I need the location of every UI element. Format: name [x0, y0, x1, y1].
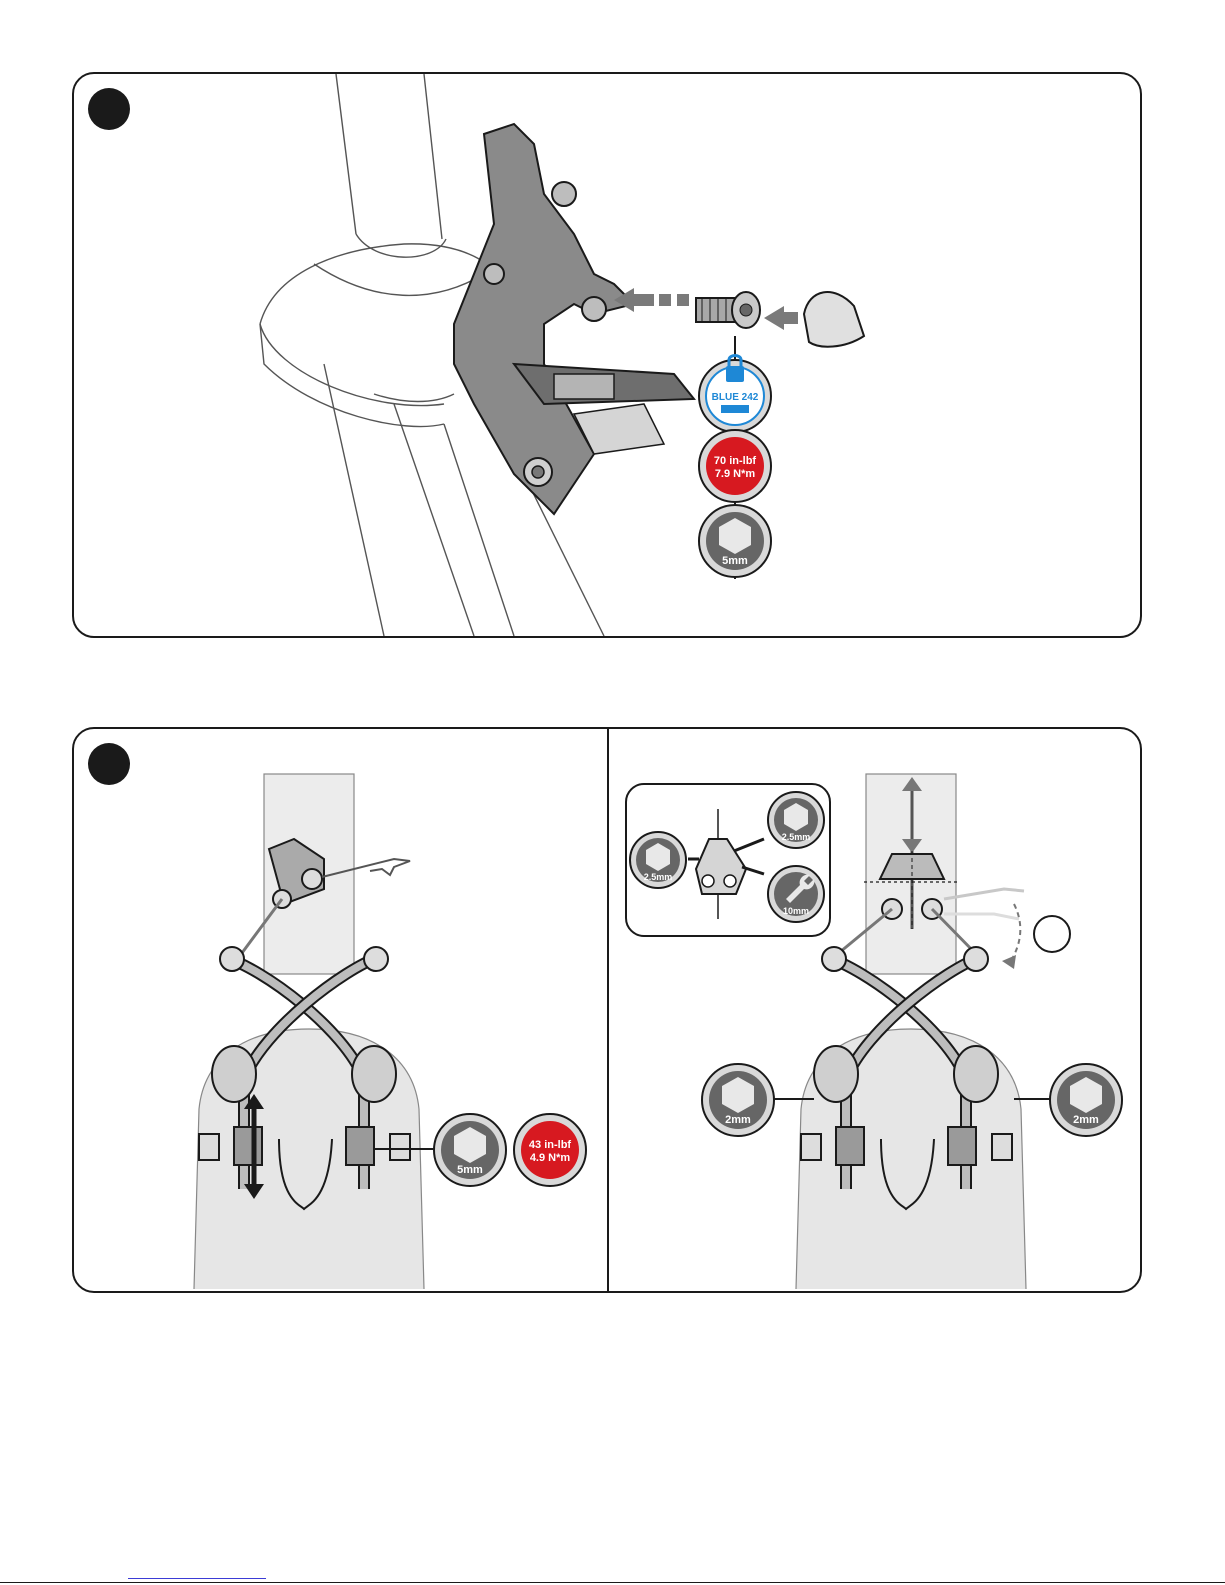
pad-hex-size: 5mm — [457, 1164, 483, 1176]
arm-hex-right-badge: 2mm — [1050, 1064, 1122, 1136]
inset-hex-left-label: 2.5mm — [644, 872, 673, 882]
pad-torque-inlbf: 43 in-lbf — [529, 1139, 572, 1151]
torque-value-nm: 7.9 N*m — [715, 468, 756, 480]
arm-hex-right-label: 2mm — [1073, 1114, 1099, 1126]
torque-badge: 70 in-lbf 7.9 N*m — [699, 430, 771, 502]
inset-hex-top-label: 2.5mm — [782, 832, 811, 842]
inset-wrench-badge: 10mm — [768, 866, 824, 922]
bolt-cover-cap — [804, 292, 864, 347]
footer-link-underline — [128, 1578, 266, 1579]
torque-value-inlbf: 70 in-lbf — [714, 455, 757, 467]
step-panel-2: 5mm 43 in-lbf 4.9 N*m 2.5mm — [72, 727, 1142, 1293]
pad-hex-key-badge: 5mm — [434, 1114, 506, 1186]
hex-key-badge: 5mm — [699, 505, 771, 577]
threadlock-badge: BLUE 242 — [699, 356, 771, 433]
pad-torque-badge: 43 in-lbf 4.9 N*m — [514, 1114, 586, 1186]
page-bottom-rule — [0, 1582, 1225, 1583]
mounting-bolt — [696, 292, 760, 328]
arm-hex-left-badge: 2mm — [702, 1064, 774, 1136]
arm-hex-left-label: 2mm — [725, 1114, 751, 1126]
inset-wrench-label: 10mm — [783, 906, 809, 916]
bolt-insert-arrow — [614, 288, 689, 312]
cap-insert-arrow — [764, 306, 798, 330]
inset-hex-top-badge: 2.5mm — [768, 792, 824, 848]
threadlock-label: BLUE 242 — [712, 392, 759, 403]
pad-torque-nm: 4.9 N*m — [530, 1152, 571, 1164]
brake-mount-illustration: BLUE 242 70 in-lbf 7.9 N*m 5mm — [74, 74, 1140, 636]
step-panel-1: BLUE 242 70 in-lbf 7.9 N*m 5mm — [72, 72, 1142, 638]
inset-hex-left-badge: 2.5mm — [630, 832, 686, 888]
hex-size-label: 5mm — [722, 555, 748, 567]
callout-circle — [1034, 916, 1070, 952]
pad-alignment-illustration — [194, 774, 434, 1289]
